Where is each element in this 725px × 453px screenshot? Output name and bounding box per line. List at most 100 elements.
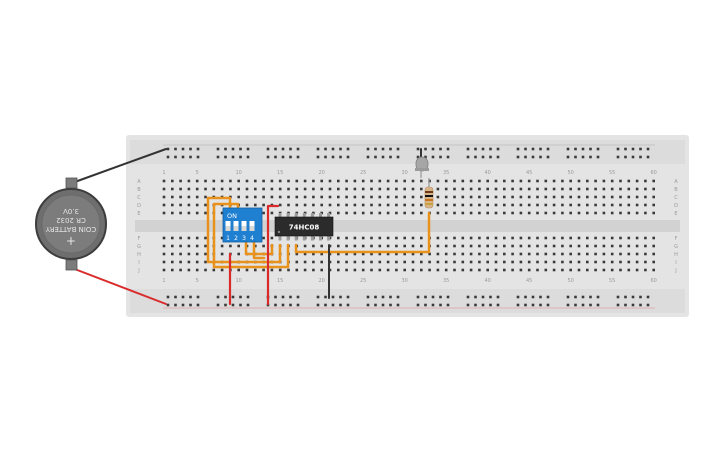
rail-hole[interactable] xyxy=(231,303,235,307)
breadboard-hole[interactable] xyxy=(594,179,597,183)
breadboard-hole[interactable] xyxy=(254,195,257,199)
rail-hole[interactable] xyxy=(516,303,520,307)
rail-hole[interactable] xyxy=(266,155,270,159)
breadboard-hole[interactable] xyxy=(171,179,174,183)
breadboard-hole[interactable] xyxy=(370,260,373,264)
breadboard-hole[interactable] xyxy=(594,244,597,248)
breadboard-hole[interactable] xyxy=(220,187,224,191)
rail-hole[interactable] xyxy=(446,147,450,151)
breadboard-hole[interactable] xyxy=(171,211,174,215)
breadboard-hole[interactable] xyxy=(195,260,199,264)
breadboard-hole[interactable] xyxy=(386,244,390,248)
breadboard-hole[interactable] xyxy=(544,268,548,272)
breadboard-hole[interactable] xyxy=(536,195,539,199)
breadboard-hole[interactable] xyxy=(278,195,282,199)
breadboard-hole[interactable] xyxy=(303,187,307,191)
rail-hole[interactable] xyxy=(216,155,220,159)
breadboard-hole[interactable] xyxy=(436,268,440,272)
breadboard-hole[interactable] xyxy=(627,236,631,240)
breadboard-hole[interactable] xyxy=(527,260,531,264)
breadboard-hole[interactable] xyxy=(179,195,182,199)
breadboard-hole[interactable] xyxy=(403,268,406,272)
breadboard-hole[interactable] xyxy=(411,179,415,183)
breadboard-hole[interactable] xyxy=(411,187,415,191)
rail-hole[interactable] xyxy=(346,155,350,159)
breadboard-hole[interactable] xyxy=(602,260,606,264)
rail-hole[interactable] xyxy=(581,303,585,307)
breadboard-hole[interactable] xyxy=(278,268,282,272)
breadboard-hole[interactable] xyxy=(295,260,299,264)
breadboard-hole[interactable] xyxy=(187,244,191,248)
breadboard-hole[interactable] xyxy=(436,179,440,183)
breadboard-hole[interactable] xyxy=(594,203,597,207)
breadboard-hole[interactable] xyxy=(569,244,572,248)
breadboard-hole[interactable] xyxy=(262,187,265,191)
breadboard-hole[interactable] xyxy=(162,203,166,207)
breadboard-hole[interactable] xyxy=(179,268,182,272)
breadboard-hole[interactable] xyxy=(411,203,415,207)
rail-hole[interactable] xyxy=(596,155,600,159)
breadboard-hole[interactable] xyxy=(386,179,390,183)
breadboard-hole[interactable] xyxy=(254,203,257,207)
breadboard-hole[interactable] xyxy=(494,244,498,248)
breadboard-hole[interactable] xyxy=(478,244,481,248)
rail-hole[interactable] xyxy=(346,303,350,307)
rail-hole[interactable] xyxy=(639,303,642,307)
breadboard-hole[interactable] xyxy=(345,268,348,272)
breadboard-hole[interactable] xyxy=(519,260,523,264)
breadboard-hole[interactable] xyxy=(403,179,406,183)
breadboard-hole[interactable] xyxy=(577,244,581,248)
breadboard-hole[interactable] xyxy=(486,179,489,183)
breadboard-hole[interactable] xyxy=(212,187,216,191)
rail-hole[interactable] xyxy=(531,295,535,299)
rail-hole[interactable] xyxy=(389,147,392,151)
breadboard-hole[interactable] xyxy=(577,252,581,256)
breadboard-hole[interactable] xyxy=(320,260,323,264)
breadboard-hole[interactable] xyxy=(511,187,514,191)
breadboard-hole[interactable] xyxy=(469,244,473,248)
rail-hole[interactable] xyxy=(274,155,277,159)
breadboard-hole[interactable] xyxy=(162,195,166,199)
breadboard-hole[interactable] xyxy=(403,244,406,248)
breadboard-hole[interactable] xyxy=(237,179,240,183)
breadboard-hole[interactable] xyxy=(511,211,514,215)
breadboard-hole[interactable] xyxy=(337,252,340,256)
rail-hole[interactable] xyxy=(224,155,227,159)
rail-hole[interactable] xyxy=(481,155,485,159)
rail-hole[interactable] xyxy=(446,155,450,159)
breadboard-hole[interactable] xyxy=(162,236,166,240)
breadboard-hole[interactable] xyxy=(619,179,622,183)
breadboard-hole[interactable] xyxy=(527,195,531,199)
breadboard-hole[interactable] xyxy=(378,195,382,199)
breadboard-hole[interactable] xyxy=(187,179,191,183)
rail-hole[interactable] xyxy=(381,147,385,151)
rail-hole[interactable] xyxy=(381,155,385,159)
breadboard-hole[interactable] xyxy=(337,195,340,199)
breadboard-hole[interactable] xyxy=(312,252,315,256)
breadboard-hole[interactable] xyxy=(195,195,199,199)
breadboard-hole[interactable] xyxy=(386,211,390,215)
breadboard-hole[interactable] xyxy=(444,187,448,191)
rail-hole[interactable] xyxy=(246,155,250,159)
breadboard-hole[interactable] xyxy=(561,203,564,207)
rail-hole[interactable] xyxy=(531,147,535,151)
rail-hole[interactable] xyxy=(224,303,227,307)
rail-hole[interactable] xyxy=(574,147,577,151)
coin-battery[interactable]: + COIN BATTERY CR 2032 3.0V xyxy=(35,177,107,271)
rail-hole[interactable] xyxy=(166,303,170,307)
breadboard-hole[interactable] xyxy=(420,203,423,207)
breadboard-hole[interactable] xyxy=(386,195,390,199)
breadboard-hole[interactable] xyxy=(411,236,415,240)
breadboard-hole[interactable] xyxy=(461,252,465,256)
rail-hole[interactable] xyxy=(574,303,577,307)
breadboard-hole[interactable] xyxy=(469,203,473,207)
breadboard-hole[interactable] xyxy=(245,179,249,183)
breadboard-hole[interactable] xyxy=(453,236,456,240)
breadboard-hole[interactable] xyxy=(527,244,531,248)
rail-hole[interactable] xyxy=(574,155,577,159)
breadboard-hole[interactable] xyxy=(619,244,622,248)
rail-hole[interactable] xyxy=(296,155,300,159)
breadboard-hole[interactable] xyxy=(610,252,614,256)
breadboard-hole[interactable] xyxy=(444,260,448,264)
breadboard-hole[interactable] xyxy=(602,203,606,207)
